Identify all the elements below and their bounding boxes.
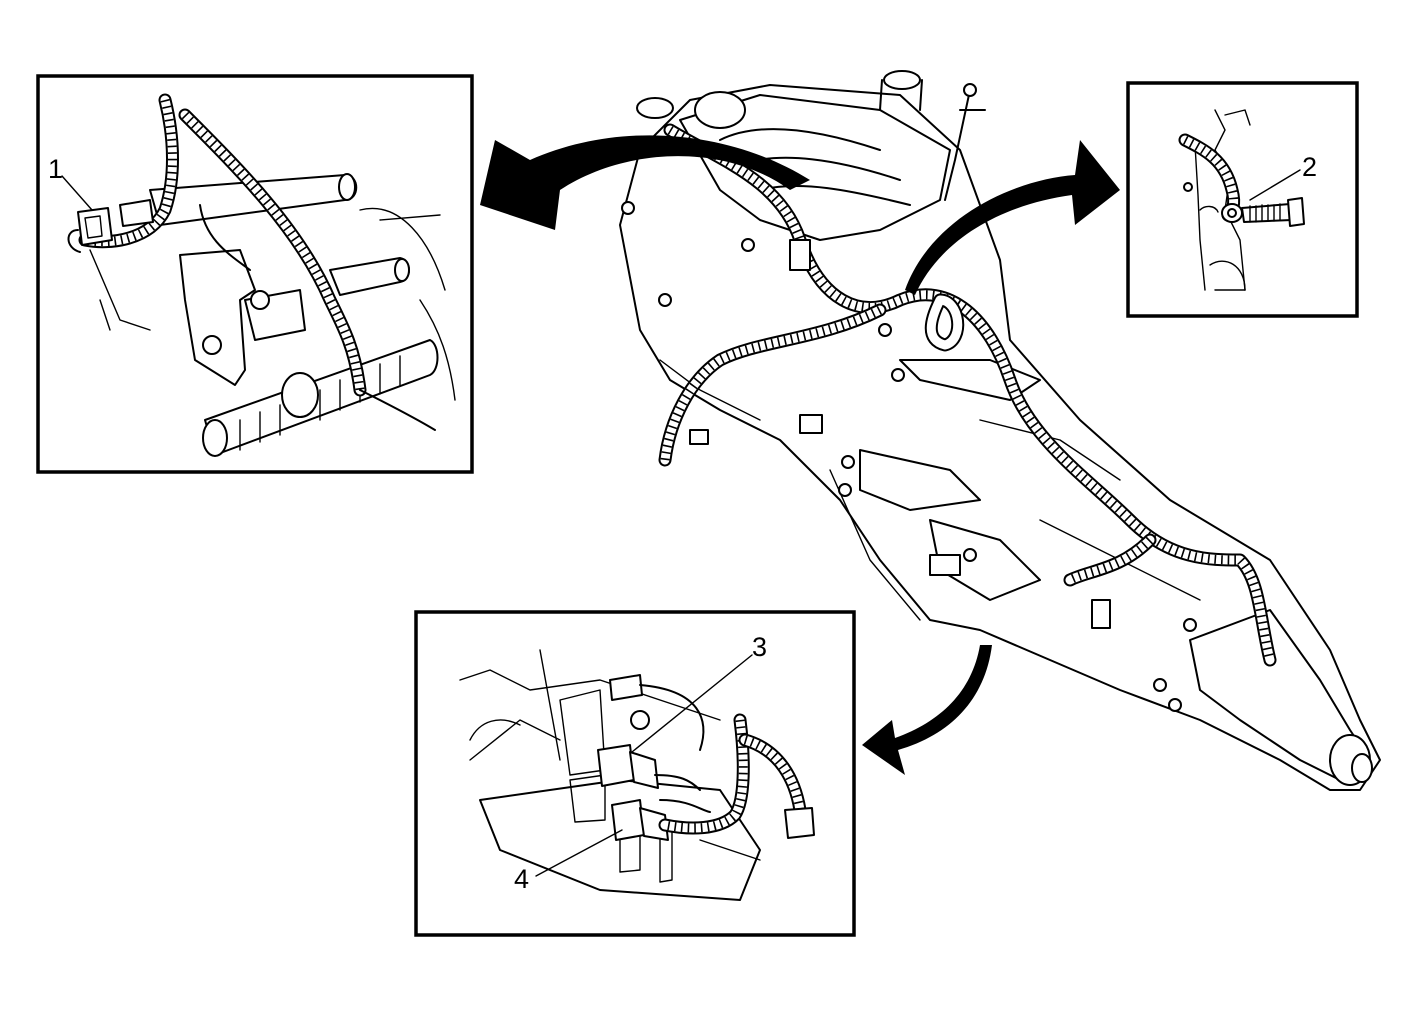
callout-3: 3 xyxy=(752,632,767,662)
arrow-to-bottom-detail xyxy=(862,645,992,775)
callout-1: 1 xyxy=(48,154,63,184)
callout-4: 4 xyxy=(514,864,529,894)
connector xyxy=(789,239,811,271)
callout-2: 2 xyxy=(1302,152,1317,182)
detail-inset-right: 2 xyxy=(1126,81,1359,318)
dipstick-tube xyxy=(944,89,971,201)
throttle-body xyxy=(694,91,746,129)
callout-4-leader xyxy=(535,829,623,877)
oil-cap xyxy=(883,70,921,90)
connector xyxy=(1091,599,1111,629)
callout-3-leader xyxy=(631,654,753,753)
detail-inset-left: 1 xyxy=(36,74,474,474)
arrow-to-left-detail xyxy=(480,135,810,230)
connector xyxy=(929,554,961,576)
detail-inset-bottom: 3 4 xyxy=(414,610,856,937)
connector xyxy=(799,414,823,434)
connector-4 xyxy=(611,799,669,841)
ground-bolt-2 xyxy=(1241,197,1305,227)
connector-1 xyxy=(77,207,113,246)
connector xyxy=(689,429,709,445)
filler-cap xyxy=(636,97,674,119)
engine-transmission-assembly xyxy=(619,70,1381,791)
mounting-bracket xyxy=(179,249,256,386)
callout-1-leader xyxy=(61,175,93,211)
harness-end-connector xyxy=(784,807,815,839)
callout-2-leader xyxy=(1249,169,1301,201)
arrow-to-right-detail xyxy=(905,140,1120,295)
case-bolts xyxy=(621,201,1197,712)
connector-3 xyxy=(597,744,659,789)
